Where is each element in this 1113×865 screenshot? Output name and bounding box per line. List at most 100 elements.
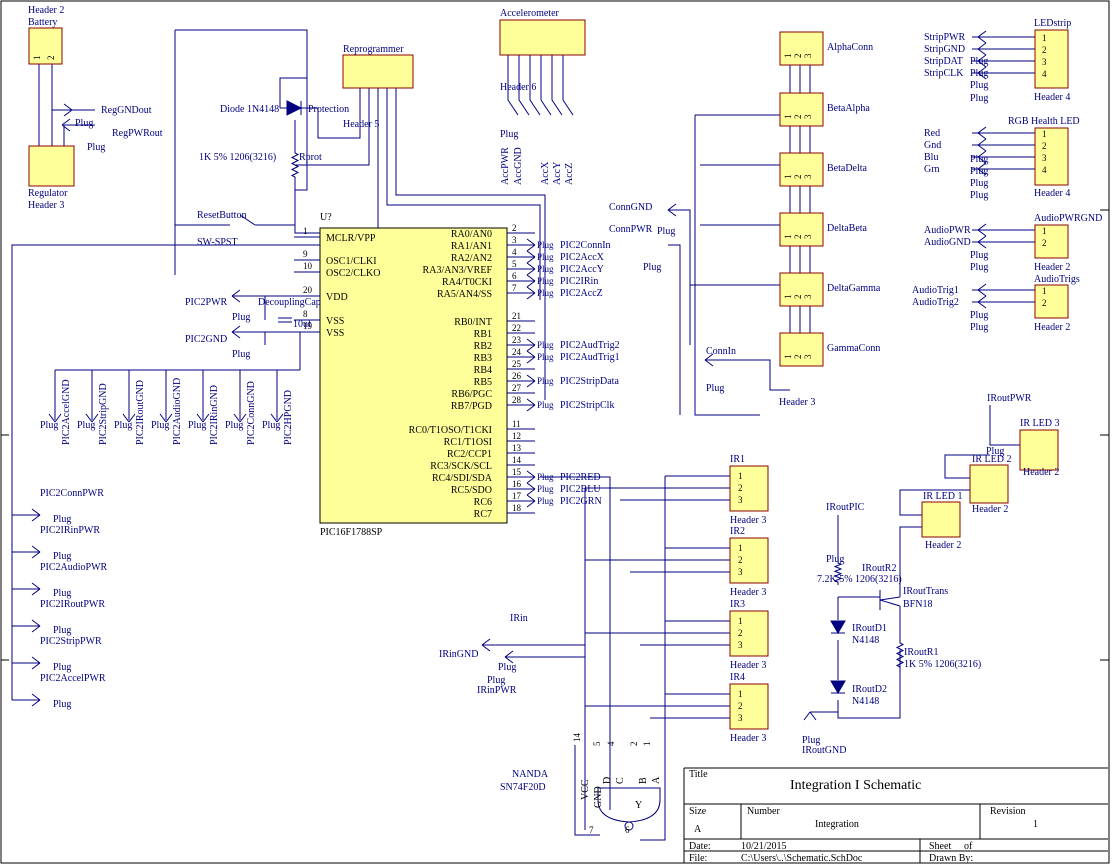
rgb-net-label: Grn xyxy=(924,164,940,175)
pin-number: 1 xyxy=(738,543,743,553)
wire xyxy=(668,244,681,415)
pin-number: 1 xyxy=(783,295,793,300)
nand-pin-letter: C xyxy=(615,777,626,784)
pin-number: 4 xyxy=(1042,69,1047,79)
audio-header-type: Header 2 xyxy=(1034,262,1070,273)
pin-number: 1 xyxy=(783,115,793,120)
gnd-net-label: PIC2AudioGND xyxy=(172,378,183,445)
plug-label: Plug xyxy=(114,420,132,431)
mcu-pin-name: RC2/CCP1 xyxy=(447,449,492,460)
pin-number: 2 xyxy=(46,56,56,61)
pin-number: 3 xyxy=(738,567,743,577)
pwr-net-label: PIC2IRoutPWR xyxy=(40,599,105,610)
plug-label: Plug xyxy=(53,588,71,599)
conn-gnd-label: ConnGND xyxy=(609,202,652,213)
mcu-pin-name: RC6 xyxy=(474,497,492,508)
ir-led-2 xyxy=(969,464,1009,504)
mcu-pin-name: VSS xyxy=(326,316,344,327)
ir-out-d2 xyxy=(830,680,846,694)
plug-label: Plug xyxy=(970,190,988,201)
wire xyxy=(395,88,546,400)
plug-label: Plug xyxy=(40,420,58,431)
ir-out-r1-label: IRoutR1 xyxy=(904,647,938,658)
irin-pwr-label: IRinPWR xyxy=(477,685,517,696)
plug-symbol xyxy=(31,693,41,707)
ir-out-r2-label: IRoutR2 xyxy=(862,563,896,574)
wire xyxy=(294,180,320,234)
plug-label: Plug xyxy=(75,118,93,129)
accelerometer-header xyxy=(499,19,586,56)
ir-led-label: IR LED 3 xyxy=(1020,418,1059,429)
nand-pin-number: 4 xyxy=(606,741,616,746)
nand-pin-letter: Y xyxy=(635,800,642,811)
pin-number: 3 xyxy=(1042,153,1047,163)
mcu-net-label: PIC2StripClk xyxy=(560,400,614,411)
conn-header-label: GammaConn xyxy=(827,343,880,354)
plug-symbol xyxy=(977,126,987,140)
plug-label: Plug xyxy=(537,240,554,250)
wire xyxy=(507,55,519,116)
plug-symbol xyxy=(233,413,247,423)
pin-number: 1 xyxy=(738,471,743,481)
conn-header-2 xyxy=(779,152,824,187)
pin-number: 2 xyxy=(793,355,803,360)
mcu-net-label: PIC2AudTrig1 xyxy=(560,352,620,363)
wire xyxy=(668,209,691,345)
accel-net-label: AccPWR xyxy=(500,147,511,185)
plug-label: Plug xyxy=(53,514,71,525)
wire xyxy=(989,405,1020,446)
conn-header-0 xyxy=(779,31,824,66)
mcu-pin-number: 16 xyxy=(512,479,522,489)
protection-label: Protection xyxy=(308,104,349,115)
conn-header-5 xyxy=(779,332,824,367)
plug-symbol xyxy=(231,289,241,303)
conn-in-label: ConnIn xyxy=(706,346,736,357)
plug-symbol xyxy=(704,353,714,367)
nand-pin-letter: D xyxy=(602,777,613,784)
accelerometer-label: Accelerometer xyxy=(500,8,560,19)
plug-label: Plug xyxy=(537,252,554,262)
plug-symbol xyxy=(526,250,536,264)
number-label: Number xyxy=(747,806,780,817)
pwr-net-label: PIC2IRinPWR xyxy=(40,525,100,536)
ir-receiver-label: IR4 xyxy=(730,672,745,683)
mcu-pin-name: RC0/T1OSO/T1CKI xyxy=(409,425,492,436)
ir-out-transistor xyxy=(879,590,901,610)
gnd-net-label: PIC2ConnGND xyxy=(246,381,257,445)
pin-number: 1 xyxy=(1042,129,1047,139)
audio-pwr-gnd-label: AudioPWRGND xyxy=(1034,213,1102,224)
plug-label: Plug xyxy=(537,472,554,482)
plug-symbol xyxy=(977,42,987,56)
mcu-pin-number: 2 xyxy=(512,223,517,233)
wire xyxy=(899,526,922,597)
wire xyxy=(899,489,970,516)
mcu-pin-name: VSS xyxy=(326,328,344,339)
mcu-pin-name: RC7 xyxy=(474,509,492,520)
audio-trig-net-label: AudioTrig2 xyxy=(912,297,959,308)
mcu-pin-number: 11 xyxy=(512,419,521,429)
mcu-pin-number: 17 xyxy=(512,491,522,501)
nand-designator: NANDA xyxy=(512,769,549,780)
plug-label: Plug xyxy=(537,352,554,362)
ir-receiver-1 xyxy=(729,465,769,512)
wire xyxy=(551,55,563,116)
ir-out-d1 xyxy=(830,620,846,634)
plug-label: Plug xyxy=(970,93,988,104)
pin-number: 2 xyxy=(738,555,743,565)
plug-label: Plug xyxy=(151,420,169,431)
ir-receiver-4 xyxy=(729,683,769,730)
wires xyxy=(11,29,1035,841)
nand-pin-letter: B xyxy=(638,777,649,784)
nand-pin-letter: A xyxy=(651,776,662,784)
accel-net-label: AccX xyxy=(540,161,551,185)
gnd-net-label: PIC2AccelGND xyxy=(61,379,72,445)
mcu-pin-number: 5 xyxy=(512,259,517,269)
wire xyxy=(295,78,308,191)
mcu-pin-number: 10 xyxy=(303,261,313,271)
plug-symbol xyxy=(977,66,987,80)
plug-label: Plug xyxy=(537,496,554,506)
led-strip-header-type: Header 4 xyxy=(1034,92,1070,103)
plug-label: Plug xyxy=(500,129,518,140)
ir-out-r2-value: 7.2K 5% 1206(3216) xyxy=(817,574,902,585)
